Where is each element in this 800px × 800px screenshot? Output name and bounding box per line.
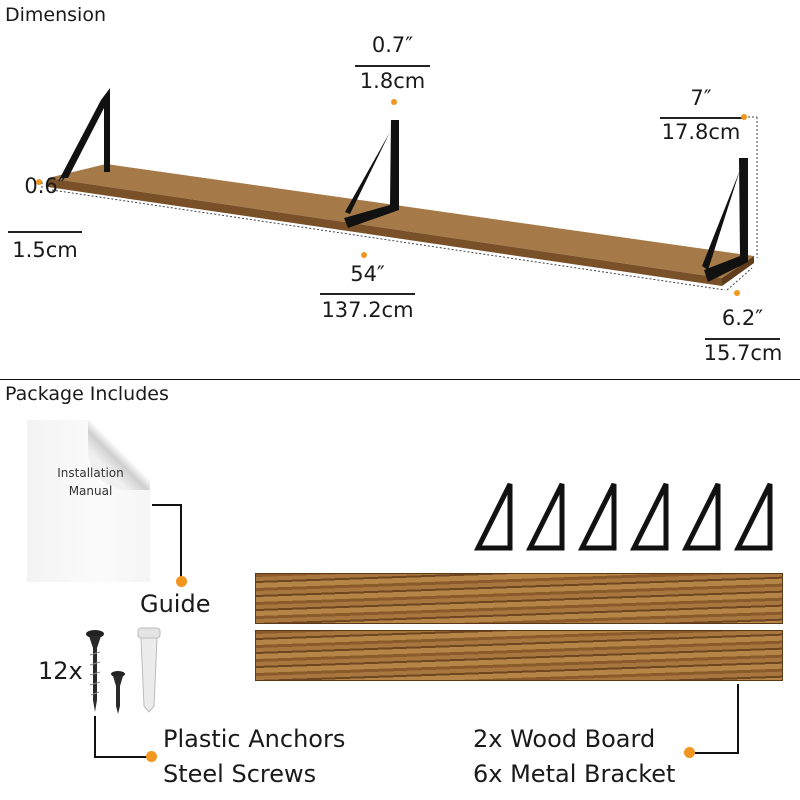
- shelf-front: [48, 178, 722, 286]
- depth-in: 7″: [690, 86, 712, 110]
- guide-label: Guide: [140, 590, 211, 618]
- shelf-diagram: [41, 88, 758, 291]
- height-in: 6.2″: [721, 306, 764, 330]
- depth-cm: 17.8cm: [661, 120, 741, 144]
- screw-icon: [86, 630, 104, 712]
- dimension-heading: Dimension: [5, 4, 106, 26]
- screws-label: Steel Screws: [163, 760, 317, 788]
- package-heading: Package Includes: [5, 383, 169, 405]
- wood-board-image: [255, 630, 783, 681]
- anchors-label: Plastic Anchors: [163, 725, 346, 753]
- shelf-top: [48, 164, 754, 278]
- length-cm: 137.2cm: [321, 298, 414, 322]
- wood-board-image: [255, 573, 783, 624]
- board-thickness-cm: 1.5cm: [12, 238, 78, 262]
- bracket-icon: [681, 482, 721, 551]
- plastic-anchor-icon: [137, 627, 161, 713]
- brackets-label: 6x Metal Bracket: [473, 760, 676, 788]
- bracket-icon: [525, 482, 565, 551]
- length-in: 54″: [350, 262, 385, 286]
- bracket-icon: [577, 482, 617, 551]
- height-cm: 15.7cm: [703, 341, 783, 365]
- board-thickness-in: 0.6″: [24, 174, 66, 198]
- small-screw-icon: [111, 671, 125, 714]
- screw-count: 12x: [38, 657, 83, 685]
- installation-manual-image: Installation Manual: [27, 420, 150, 582]
- bracket-icon: [733, 482, 773, 551]
- bracket-icons: [60, 88, 748, 282]
- bracket-icon: [473, 482, 513, 551]
- bracket-thickness-cm: 1.8cm: [359, 69, 426, 93]
- section-divider: [0, 379, 800, 380]
- bracket-thickness-in: 0.7″: [371, 33, 414, 57]
- bracket-icon: [629, 482, 669, 551]
- boards-label: 2x Wood Board: [473, 725, 656, 753]
